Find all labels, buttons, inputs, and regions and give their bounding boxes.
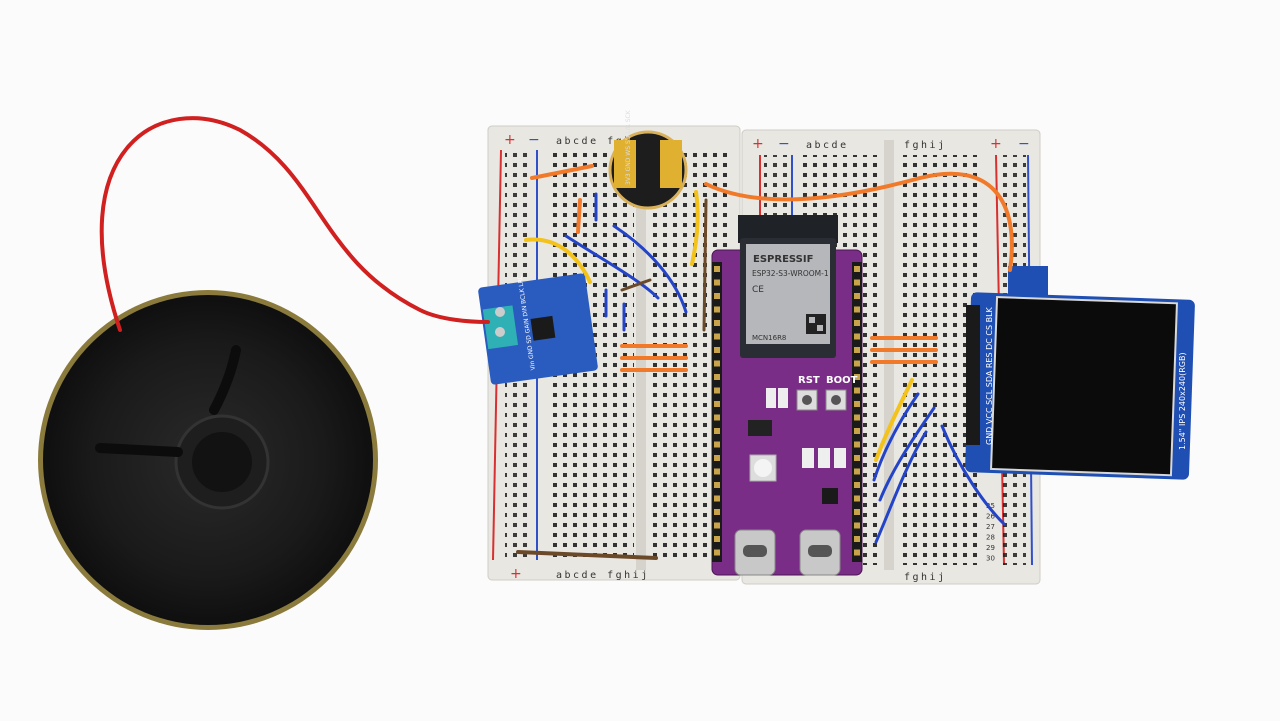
display-pin-labels: GND VCC SCL SDA RES DC CS BLK (985, 306, 994, 445)
row-number: 28 (986, 534, 995, 542)
rail-plus-label-right-2: + (990, 136, 1002, 152)
header-pin (714, 266, 720, 272)
header-pin (714, 468, 720, 475)
header-pin (714, 374, 720, 380)
header-pin (714, 522, 720, 529)
header-pin (854, 549, 860, 556)
header-pin (854, 455, 860, 461)
header-pin (854, 387, 860, 394)
header-pin (714, 455, 720, 461)
esp32-board: ESPRESSIF ESP32-S3-WROOM-1 CE MCN16R8 RS… (711, 215, 863, 576)
amplifier-module: Vin GND SD GAIN DIN BCLK LRC (478, 273, 598, 385)
orange-signal-wire (704, 171, 1014, 272)
blue-wire-6 (872, 392, 920, 482)
header-pin (714, 333, 720, 340)
header-pin (714, 293, 720, 299)
header-pin (854, 293, 860, 299)
ce-mark: CE (752, 285, 764, 295)
yellow-wire-1 (524, 237, 592, 284)
jumper-wires (99, 116, 1014, 560)
header-pin (714, 495, 720, 502)
blue-wire-9 (940, 424, 1006, 526)
header-pin (854, 374, 860, 380)
header-pin (854, 360, 860, 367)
header-pin (854, 522, 860, 529)
header-pin (714, 320, 720, 326)
blue-wire-2 (612, 224, 688, 314)
rail-minus-label: − (528, 132, 540, 148)
header-pin (854, 306, 860, 313)
display-side-text: 1.54" IPS 240x240(RGB) (1178, 352, 1187, 450)
blue-wire-7 (878, 406, 936, 502)
header-pin (854, 482, 860, 488)
header-pin (854, 401, 860, 407)
row-number: 26 (986, 513, 995, 521)
header-pin (854, 441, 860, 448)
header-pin (714, 482, 720, 488)
display-header (966, 305, 980, 445)
header-pin (714, 306, 720, 313)
blue-wire-8 (874, 430, 928, 544)
header-pin (714, 441, 720, 448)
row-number: 27 (986, 523, 995, 531)
header-pin (714, 347, 720, 353)
rst-label: RST (798, 375, 820, 386)
header-pin (854, 428, 860, 434)
yellow-wire-2 (690, 190, 700, 266)
header-pin (854, 495, 860, 502)
rail-plus-label-bottom: + (510, 566, 522, 582)
header-pin (714, 387, 720, 394)
rail-plus-label: + (504, 132, 516, 148)
esp-module-name: ESP32-S3-WROOM-1 (752, 269, 829, 278)
header-pin (714, 414, 720, 421)
header-pin (854, 320, 860, 326)
column-letters-top-right: fghij (904, 140, 947, 151)
speaker-red-wire (99, 116, 490, 332)
orange-wire-2 (576, 198, 582, 234)
orange-wire-1 (530, 164, 594, 180)
column-letters-bottom: abcde fghij (556, 570, 650, 581)
header-pin (854, 266, 860, 272)
header-pin (854, 509, 860, 515)
rail-minus-label-right-2: − (1018, 136, 1030, 152)
mic-pin-labels: 3V3 GND WS SD L/R SCK (625, 109, 632, 185)
header-pin (854, 468, 860, 475)
brown-wire-1 (516, 550, 658, 560)
header-pin (854, 279, 860, 286)
display-screen (990, 296, 1178, 477)
rail-minus-label-right: − (778, 136, 790, 152)
esp-model-code: MCN16R8 (752, 334, 786, 342)
yellow-wire-3 (874, 378, 914, 462)
microphone-module: 3V3 GND WS SD L/R SCK (608, 109, 688, 210)
rail-plus-label-right: + (752, 136, 764, 152)
header-pin (854, 333, 860, 340)
column-letters-top-left: abcde (806, 140, 849, 151)
header-pin (714, 279, 720, 286)
brown-wire-3 (620, 278, 652, 292)
header-pin (854, 347, 860, 353)
header-pin (854, 536, 860, 542)
column-letters-top: abcde fghij (556, 136, 650, 147)
header-pin (714, 360, 720, 367)
header-pin (714, 549, 720, 556)
row-number: 25 (986, 502, 995, 510)
row-numbers-right: 25 26 27 28 29 30 (986, 502, 995, 563)
tft-display-module: GND VCC SCL SDA RES DC CS BLK 1.54" IPS … (965, 266, 1195, 480)
header-pin (714, 401, 720, 407)
header-pin (854, 414, 860, 421)
row-number: 30 (986, 555, 995, 563)
speaker (38, 290, 378, 630)
column-letters-bottom-right: fghij (904, 572, 947, 583)
esp-brand: ESPRESSIF (753, 254, 813, 265)
brown-wire-2 (702, 198, 708, 332)
row-number: 29 (986, 544, 995, 552)
header-pin (714, 428, 720, 434)
blue-wire-1 (564, 234, 660, 300)
header-pin (714, 509, 720, 515)
header-pin (714, 536, 720, 542)
boot-label: BOOT (826, 375, 858, 386)
